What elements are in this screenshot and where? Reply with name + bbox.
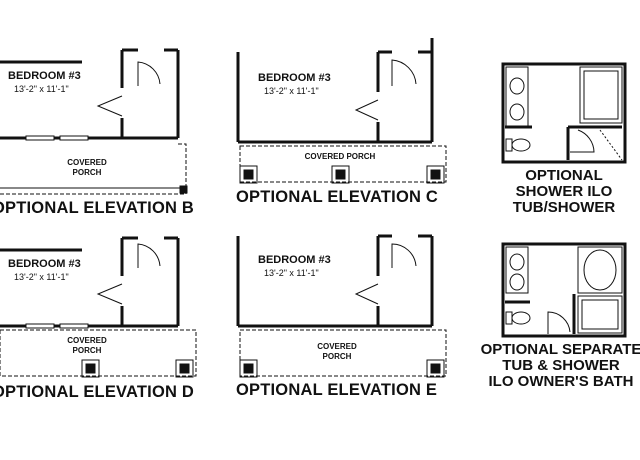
porch-column-base: [175, 359, 194, 378]
plan-elevation-e: [236, 234, 447, 378]
door-swing: [570, 129, 595, 153]
porch-label-line1: COVERED: [67, 158, 107, 167]
sink-icon: [509, 77, 525, 95]
toilet-tank: [505, 138, 513, 152]
room-dimensions: 13'-2" x 11'-1": [264, 268, 319, 278]
porch-label-line2: PORCH: [322, 352, 352, 361]
elevation-title: OPTIONAL ELEVATION E: [236, 381, 438, 399]
porch-label-line1: COVERED: [67, 336, 107, 345]
bath-option-title-line: TUB & SHOWER: [502, 357, 620, 374]
tub: [577, 246, 623, 294]
porch-label-line1: COVERED: [317, 342, 357, 351]
toilet-icon: [511, 138, 531, 152]
window: [25, 135, 55, 141]
shower: [579, 66, 623, 124]
linen-hatch: [599, 129, 623, 161]
porch-column-base: [239, 359, 258, 378]
room-dimensions: 13'-2" x 11'-1": [14, 272, 69, 282]
porch-column: [243, 363, 254, 374]
porch-label-line1: COVERED PORCH: [304, 152, 376, 161]
porch-column: [179, 363, 190, 374]
room-name-label: BEDROOM #3: [8, 70, 81, 82]
vanity: [505, 246, 529, 294]
bath-option-title-line: OPTIONAL: [525, 167, 603, 184]
window: [59, 135, 89, 141]
plan-elevation-d: [0, 236, 197, 378]
door-swing: [137, 61, 161, 86]
toilet-tank: [505, 311, 513, 325]
room-name-label: BEDROOM #3: [258, 254, 331, 266]
porch-outline: [239, 145, 447, 183]
porch-outline: [0, 143, 187, 195]
porch-column: [243, 169, 254, 180]
door-swing: [391, 59, 417, 86]
closet-bifold: [96, 95, 123, 117]
porch-column: [430, 169, 441, 180]
elevation-title: OPTIONAL ELEVATION C: [236, 188, 439, 206]
porch-label-line2: PORCH: [72, 168, 102, 177]
room-name-label: BEDROOM #3: [8, 258, 81, 270]
toilet-icon: [511, 311, 531, 325]
tub-basin: [583, 249, 617, 291]
plan-elevation-c: [236, 38, 447, 184]
porch-label: COVERED PORCH: [62, 336, 112, 356]
elevation-title: OPTIONAL ELEVATION B: [0, 199, 195, 217]
porch-column-base: [239, 165, 258, 184]
door-swing: [547, 311, 571, 334]
porch-column-base: [81, 359, 100, 378]
room-dimensions: 13'-2" x 11'-1": [264, 86, 319, 96]
porch-column: [179, 185, 188, 194]
plan-elevation-b: [0, 48, 188, 195]
door-swing: [391, 243, 417, 268]
room-dimensions: 13'-2" x 11'-1": [14, 84, 69, 94]
porch-outline: [239, 329, 447, 377]
bath-outline: [501, 62, 627, 164]
bath-outline: [501, 242, 627, 338]
shower: [577, 295, 623, 334]
porch-label-line2: PORCH: [72, 346, 102, 355]
bath-option-title-line: SHOWER ILO: [515, 183, 613, 200]
window: [25, 323, 55, 329]
closet-bifold: [96, 283, 123, 305]
porch-column-base: [426, 165, 445, 184]
closet-bifold: [354, 283, 379, 305]
bath-option-shower: [501, 62, 627, 164]
porch-column: [430, 363, 441, 374]
sink-icon: [509, 103, 525, 121]
bath-option-separate-tub: [501, 242, 627, 338]
porch-outline: [0, 329, 197, 377]
porch-label: COVERED PORCH: [290, 152, 390, 162]
bath-option-title-line: ILO OWNER'S BATH: [488, 373, 634, 390]
porch-label: COVERED PORCH: [62, 158, 112, 178]
shower-pan: [581, 299, 619, 330]
door-swing: [137, 243, 161, 268]
closet-bifold: [354, 99, 379, 121]
shower-pan: [583, 70, 619, 120]
bath-option-title: OPTIONAL SHOWER ILO TUB/SHOWER: [488, 168, 640, 216]
elevation-title: OPTIONAL ELEVATION D: [0, 383, 195, 401]
bath-option-title-line: TUB/SHOWER: [512, 199, 616, 216]
sink-icon: [509, 273, 525, 291]
porch-label: COVERED PORCH: [312, 342, 362, 362]
sink-icon: [509, 253, 525, 271]
porch-column-base: [426, 359, 445, 378]
window: [59, 323, 89, 329]
bath-option-title-line: OPTIONAL SEPARATE: [480, 341, 640, 358]
vanity: [505, 66, 529, 128]
porch-column: [85, 363, 96, 374]
bath-option-title: OPTIONAL SEPARATE TUB & SHOWER ILO OWNER…: [466, 342, 640, 390]
room-name-label: BEDROOM #3: [258, 72, 331, 84]
porch-column: [335, 169, 346, 180]
porch-column-base: [331, 165, 350, 184]
